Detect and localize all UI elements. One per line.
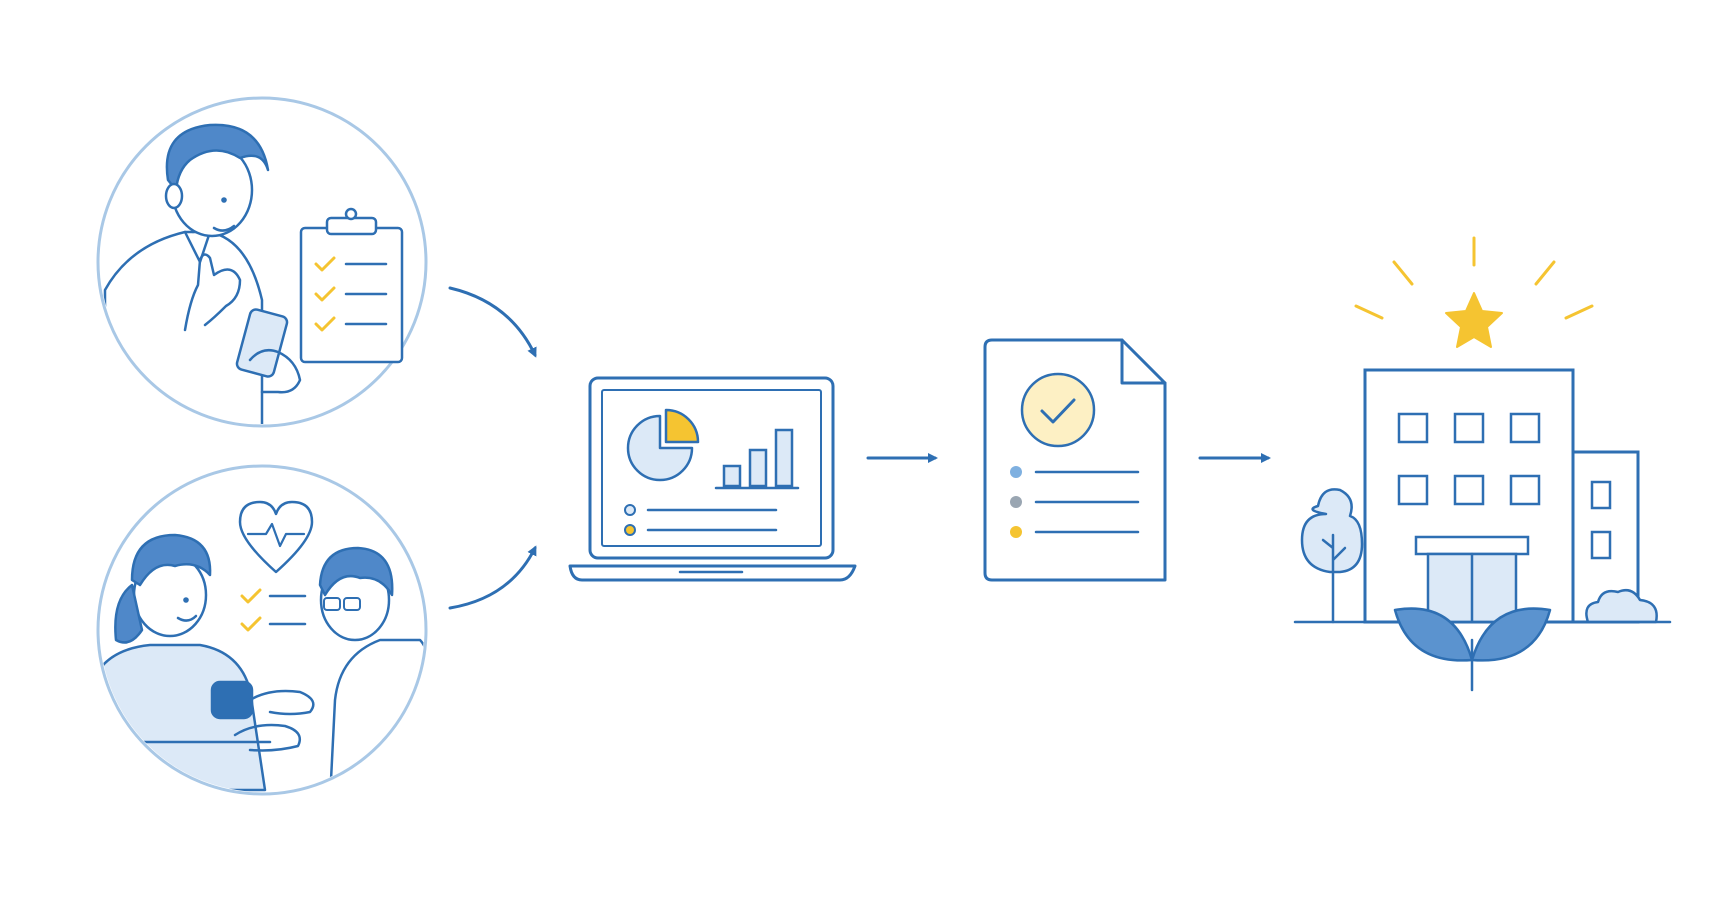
rating-star-icon xyxy=(1445,292,1503,348)
tree-icon xyxy=(1300,488,1364,624)
approved-document-icon xyxy=(983,338,1167,582)
star-rays xyxy=(1354,236,1594,320)
starred-hospital-building-icon xyxy=(1293,236,1672,692)
bar-chart-glyph xyxy=(714,428,800,490)
person-with-phone-and-checklist-icon xyxy=(103,123,302,424)
building-windows xyxy=(1397,412,1541,506)
clinical-assessment-node xyxy=(96,464,428,796)
vitals-checklist-icon xyxy=(240,588,307,632)
clipboard-checklist-icon xyxy=(299,207,404,364)
growth-sprout-icon xyxy=(1393,607,1552,692)
arrow-assessment-to-analysis xyxy=(448,545,537,610)
heart-pulse-icon xyxy=(238,500,314,574)
approved-check-badge xyxy=(1020,372,1096,448)
pie-chart-glyph xyxy=(626,408,700,482)
bush-icon xyxy=(1585,589,1658,624)
arrow-survey-to-analysis xyxy=(448,286,537,358)
patient-self-report-node xyxy=(96,96,428,428)
laptop-dashboard-icon xyxy=(568,376,857,582)
